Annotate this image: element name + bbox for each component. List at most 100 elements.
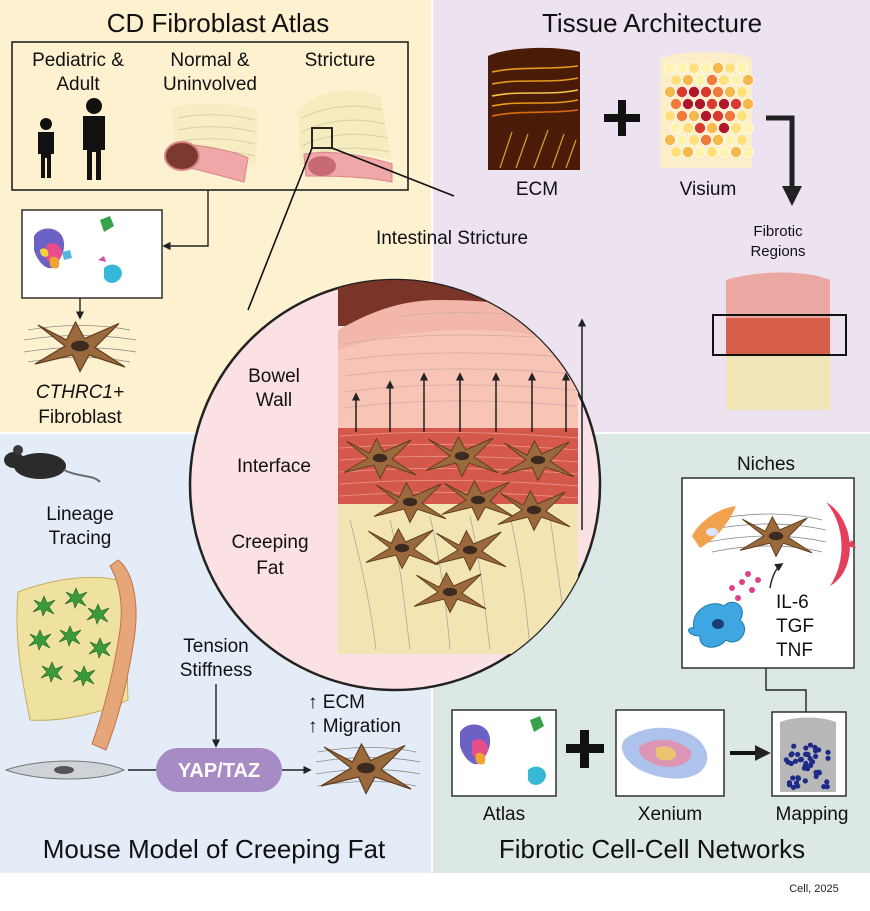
visium-spot [742, 98, 754, 110]
niches-label: Niches [737, 454, 795, 475]
bowel-label-2: Wall [256, 390, 292, 411]
mapping-dot [816, 769, 822, 775]
visium-spot [706, 122, 718, 134]
circle-title: Intestinal Stricture [376, 228, 528, 249]
visium-spot [676, 110, 688, 122]
atlas-small-label: Atlas [483, 804, 525, 825]
niche-cells [688, 502, 856, 648]
visium-spot [712, 110, 724, 122]
tension-label: Tension [183, 636, 249, 657]
visium-spot [712, 134, 724, 146]
mapping-dot [789, 751, 795, 757]
ecm-up-label: ↑ ECM [308, 692, 365, 713]
visium-spot [742, 74, 754, 86]
mapping-dot [790, 775, 796, 781]
lineage-label-2: Tracing [49, 528, 112, 549]
visium-spot [736, 62, 748, 74]
normal-intestine-icon [164, 103, 258, 183]
fibrotic-label-1: Fibrotic [753, 223, 803, 240]
mapping-dot [824, 779, 830, 785]
mapping-dot [790, 784, 797, 790]
arrow-icon [766, 115, 802, 206]
normal-label-2: Uninvolved [163, 74, 257, 95]
mapping-dot [795, 751, 801, 758]
visium-spot [694, 98, 706, 110]
visium-spot [736, 110, 748, 122]
visium-spot [682, 146, 694, 158]
quiescent-cell-icon [4, 760, 126, 780]
visium-spot [706, 98, 718, 110]
visium-spot [664, 86, 676, 98]
visium-spot [664, 110, 676, 122]
bowel-label-1: Bowel [248, 366, 300, 387]
mapping-dot [791, 743, 797, 749]
visium-spot [688, 110, 700, 122]
visium-spot [700, 62, 712, 74]
visium-spot [718, 98, 730, 110]
stiffness-label: Stiffness [180, 660, 253, 681]
visium-label: Visium [680, 179, 737, 200]
fibrotic-label-2: Regions [750, 243, 805, 260]
mapping-dot [795, 783, 801, 789]
visium-spot [694, 122, 706, 134]
visium-spot [736, 86, 748, 98]
visium-spot [682, 122, 694, 134]
stricture-label: Stricture [305, 50, 376, 71]
mouse-title: Mouse Model of Creeping Fat [43, 834, 386, 864]
visium-spot [730, 146, 742, 158]
visium-spot [730, 122, 742, 134]
visium-spot [712, 86, 724, 98]
visium-spot [700, 86, 712, 98]
visium-spot [718, 74, 730, 86]
visium-spot [664, 134, 676, 146]
mouse-icon [4, 445, 101, 483]
interface-label: Interface [237, 456, 311, 477]
xenium-label: Xenium [638, 804, 702, 825]
citation: Cell, 2025 [789, 883, 839, 895]
visium-spot [688, 134, 700, 146]
visium-spot [694, 146, 706, 158]
mapping-dot [792, 758, 799, 764]
visium-spot [706, 146, 718, 158]
fat-label-2: Fat [256, 558, 284, 579]
mapping-dot [821, 784, 827, 790]
visium-spot [694, 74, 706, 86]
mapping-dot [786, 782, 793, 788]
xenium-image [621, 727, 708, 779]
visium-spot [724, 86, 736, 98]
visium-spot [730, 74, 742, 86]
pediatric-label-1: Pediatric & [32, 50, 124, 71]
person-icon [38, 98, 105, 180]
mapping-dot [804, 751, 810, 757]
infiltration-arrows [351, 318, 587, 530]
fat-label-1: Creeping [231, 532, 308, 553]
visium-spot [724, 62, 736, 74]
yaptaz-node: YAP/TAZ [156, 748, 282, 792]
visium-spot [736, 134, 748, 146]
visium-spot [670, 74, 682, 86]
mapping-dot [813, 773, 819, 780]
normal-label-1: Normal & [170, 50, 250, 71]
visium-spot [724, 110, 736, 122]
visium-spot [724, 134, 736, 146]
mapping-dot [807, 742, 813, 748]
migration-up-label: ↑ Migration [308, 716, 401, 737]
mapping-dot [825, 755, 831, 761]
mapping-dot [795, 775, 801, 781]
visium-spot [742, 122, 754, 134]
ecm-image [488, 47, 580, 170]
networks-title: Fibrotic Cell-Cell Networks [499, 834, 805, 864]
visium-spot [676, 62, 688, 74]
lineage-label-1: Lineage [46, 504, 114, 525]
visium-spot [718, 122, 730, 134]
visium-spot [682, 98, 694, 110]
umap-clusters [34, 216, 122, 283]
visium-spot [700, 134, 712, 146]
visium-spot [742, 146, 754, 158]
visium-spot [688, 62, 700, 74]
visium-spot [664, 62, 676, 74]
mapping-label: Mapping [776, 804, 849, 825]
mapping-dot [803, 760, 809, 766]
plus-icon [604, 100, 640, 136]
visium-spot [730, 98, 742, 110]
